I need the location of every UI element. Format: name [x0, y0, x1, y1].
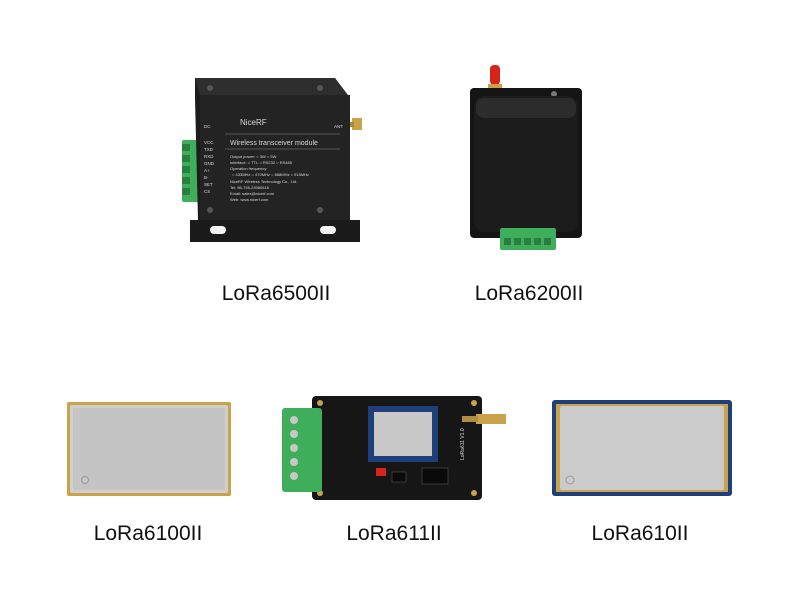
product-lora611ii: LoRa611 V1.0 [282, 390, 518, 505]
spec-line-4: ○ 433MHz ○ 470MHz ○ 868MHz ○ 915MHz [232, 172, 309, 177]
spec-line-3: Operation frequency: [230, 166, 267, 171]
pin-label: VCC [204, 140, 214, 145]
spec-line-2: Interface: ○ TTL ○ RS232 ○ RS485 [230, 160, 293, 165]
pin-label: B- [204, 175, 209, 180]
spec-line-1: Output power: ○ 3W ○ 5W [230, 154, 277, 159]
caption-lora6200ii: LoRa6200II [474, 282, 584, 305]
spec-line-6: Tel: 86-755-23080616 [230, 185, 270, 190]
product-lora610ii [552, 400, 732, 496]
spec-line-7: Email: sales@nicerf.com [230, 191, 275, 196]
spec-line-5: NiceRF Wireless Technology Co., Ltd. [230, 179, 297, 184]
pin-label: CS [204, 189, 210, 194]
module-title: Wireless transceiver module [230, 140, 318, 147]
pin-label: SET [204, 182, 213, 187]
terminal-block [500, 228, 556, 250]
lora6500ii-image: NiceRF Wireless transceiver module Outpu… [182, 78, 362, 242]
caption-lora611ii: LoRa611II [346, 522, 442, 545]
pin-label: RXD [204, 154, 214, 159]
pin-label: A+ [204, 168, 210, 173]
lora6100ii-image [67, 402, 231, 496]
caption-lora6100ii: LoRa6100II [93, 522, 203, 545]
pin-label: DC [204, 124, 211, 129]
caption-lora6500ii: LoRa6500II [221, 282, 331, 305]
pin-label: TXD [204, 147, 214, 152]
terminal-block [282, 408, 322, 492]
brand-logo: NiceRF [240, 118, 267, 127]
product-lora6500ii: NiceRF Wireless transceiver module Outpu… [180, 70, 370, 250]
lora611ii-image: LoRa611 V1.0 [282, 396, 506, 500]
spec-line-8: Web: www.nicerf.com [230, 197, 269, 202]
caption-lora610ii: LoRa610II [591, 522, 689, 545]
pin-label: GND [204, 161, 215, 166]
board-label: LoRa611 V1.0 [460, 428, 466, 460]
product-lora6200ii [470, 60, 590, 255]
lora6200ii-image [470, 65, 582, 250]
product-lora6100ii [67, 402, 231, 496]
antenna-label: ANT [334, 124, 343, 129]
lora610ii-image [552, 400, 732, 496]
